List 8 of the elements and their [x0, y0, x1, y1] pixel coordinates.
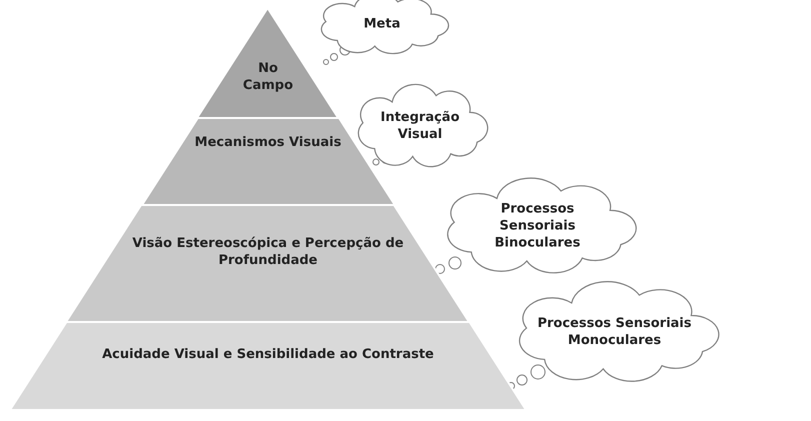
- cloud-label: Integração Visual: [379, 109, 461, 143]
- level-label: Acuidade Visual e Sensibilidade ao Contraste: [101, 346, 435, 363]
- level-label: Visão Estereoscópica e Percepção de Profundidade: [131, 235, 405, 269]
- level-label: No Campo: [242, 60, 294, 94]
- cloud-label: Processos Sensoriais Monoculares: [536, 315, 692, 349]
- cloud-label: Processos Sensoriais Binoculares: [494, 200, 582, 252]
- level-label: Mecanismos Visuais: [194, 134, 342, 151]
- cloud-label: Meta: [362, 16, 402, 32]
